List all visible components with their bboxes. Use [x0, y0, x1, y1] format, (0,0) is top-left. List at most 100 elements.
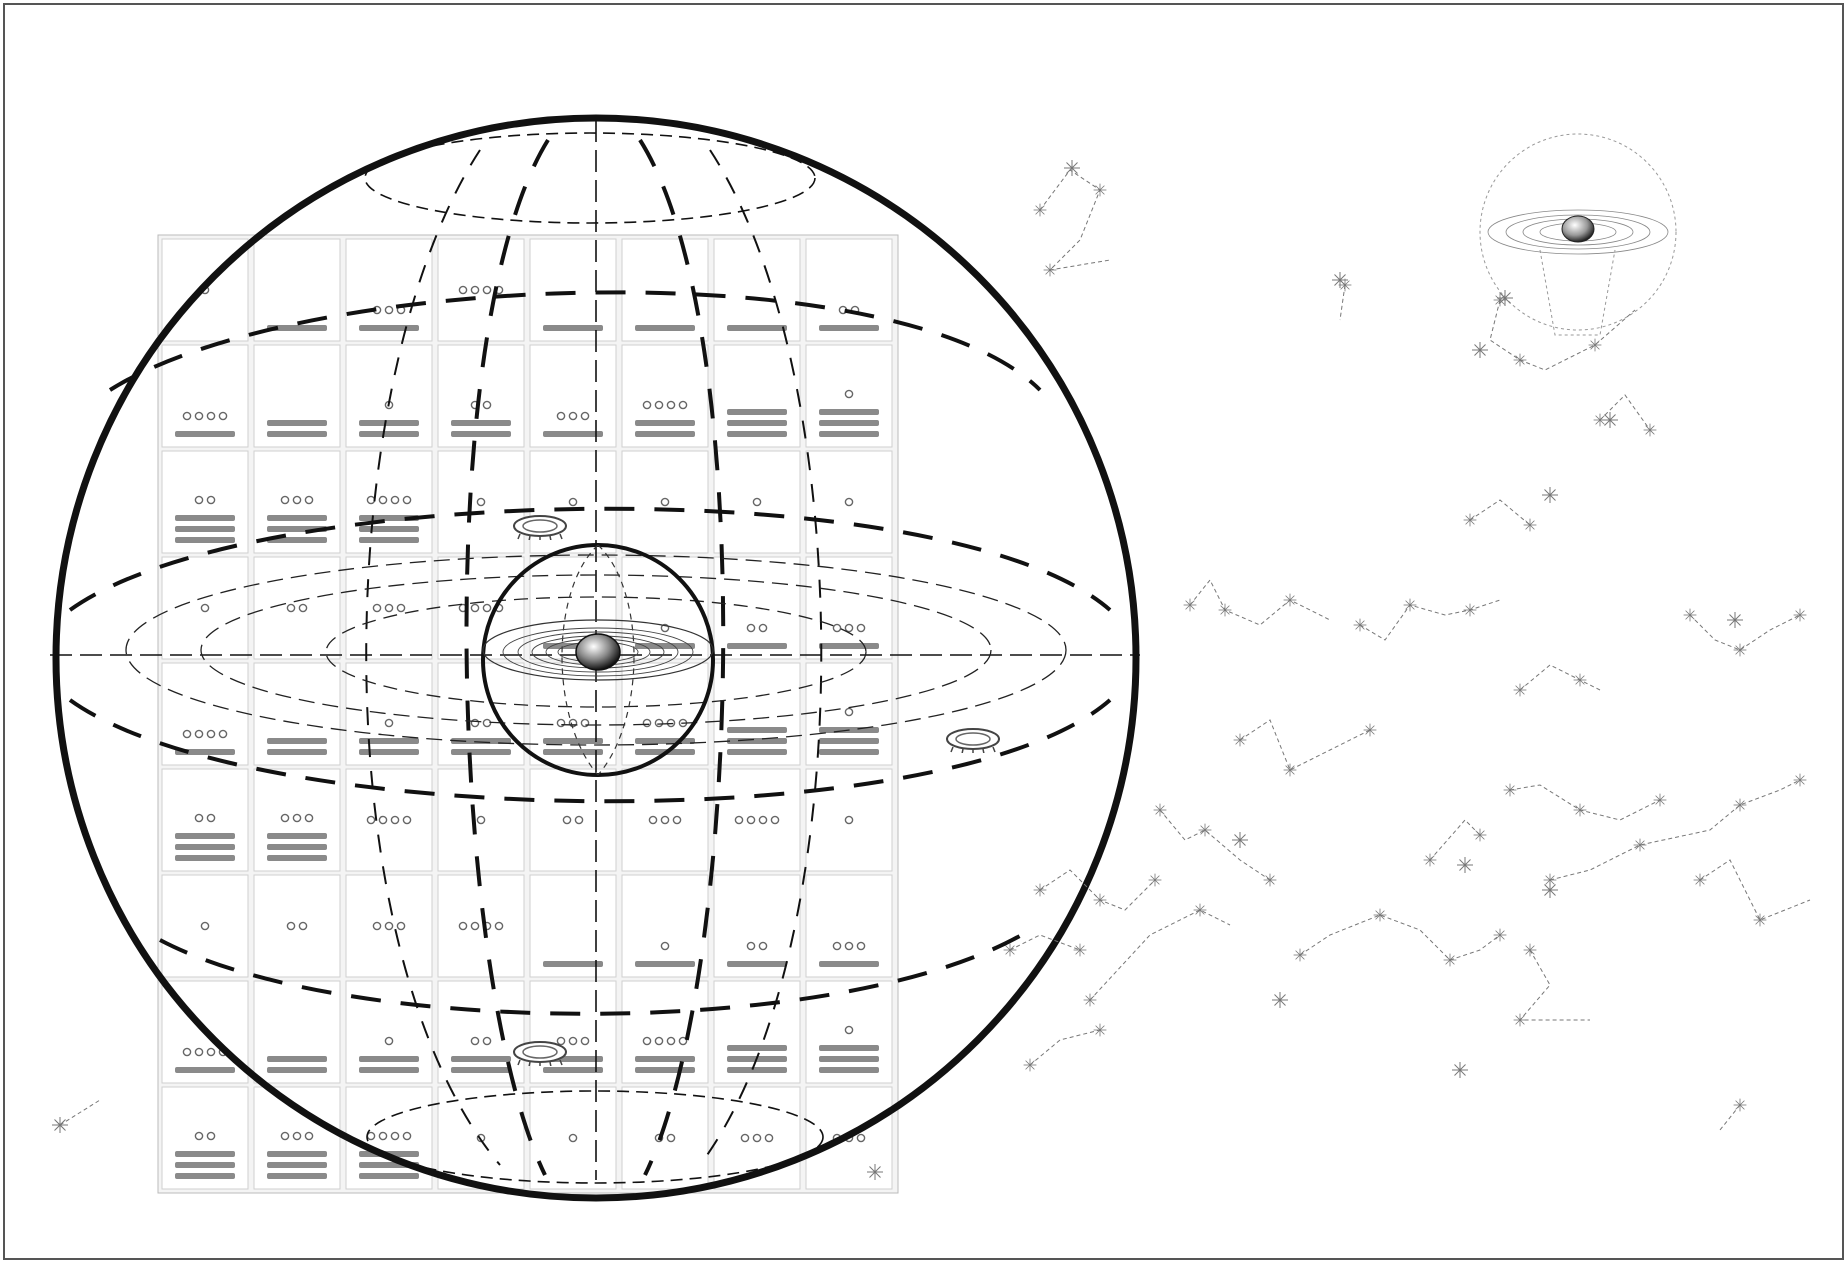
numeral-dot — [557, 412, 564, 419]
numeral-cell — [438, 557, 524, 659]
numeral-cell — [346, 239, 432, 341]
numeral-bar — [543, 961, 603, 967]
numeral-cell — [162, 1087, 248, 1189]
numeral-dot — [195, 1048, 202, 1055]
numeral-bar — [635, 1067, 695, 1073]
numeral-bar — [543, 749, 603, 755]
numeral-bar — [819, 1067, 879, 1073]
numeral-cell — [530, 239, 616, 341]
numeral-dot — [845, 390, 852, 397]
numeral-dot — [569, 412, 576, 419]
numeral-bar — [175, 1162, 235, 1168]
numeral-bar — [267, 1151, 327, 1157]
numeral-bar — [267, 855, 327, 861]
numeral-cell — [254, 663, 340, 765]
numeral-cell — [806, 239, 892, 341]
numeral-dot — [201, 604, 208, 611]
numeral-cell — [438, 663, 524, 765]
numeral-dot — [379, 1132, 386, 1139]
numeral-cell — [162, 557, 248, 659]
numeral-dot — [765, 1134, 772, 1141]
numeral-dot — [379, 816, 386, 823]
numeral-bar — [543, 325, 603, 331]
numeral-dot — [471, 604, 478, 611]
numeral-bar — [819, 409, 879, 415]
numeral-cell — [530, 875, 616, 977]
numeral-bar — [267, 1067, 327, 1073]
numeral-cell — [530, 981, 616, 1083]
numeral-dot — [667, 401, 674, 408]
numeral-dot — [385, 719, 392, 726]
numeral-dot — [483, 1037, 490, 1044]
numeral-cell — [254, 239, 340, 341]
numeral-cell — [714, 663, 800, 765]
numeral-bar — [451, 431, 511, 437]
numeral-dot — [557, 1037, 564, 1044]
numeral-dot — [391, 496, 398, 503]
numeral-bar — [267, 749, 327, 755]
numeral-cell — [254, 875, 340, 977]
numeral-cell — [806, 451, 892, 553]
numeral-bar — [543, 738, 603, 744]
numeral-dot — [305, 496, 312, 503]
numeral-bar — [635, 738, 695, 744]
numeral-bar — [819, 961, 879, 967]
numeral-bar — [267, 1162, 327, 1168]
numeral-dot — [403, 496, 410, 503]
numeral-dot — [367, 496, 374, 503]
numeral-bar — [727, 409, 787, 415]
numeral-cell — [162, 769, 248, 871]
numeral-cell — [714, 981, 800, 1083]
numeral-dot — [391, 816, 398, 823]
numeral-dot — [661, 816, 668, 823]
numeral-dot — [373, 604, 380, 611]
numeral-dot — [385, 922, 392, 929]
numeral-dot — [845, 624, 852, 631]
numeral-dot — [281, 1132, 288, 1139]
numeral-dot — [581, 412, 588, 419]
numeral-bar — [635, 1056, 695, 1062]
numeral-bar — [727, 961, 787, 967]
numeral-bar — [359, 325, 419, 331]
numeral-dot — [845, 816, 852, 823]
numeral-dot — [219, 730, 226, 737]
numeral-cell — [530, 345, 616, 447]
numeral-dot — [557, 719, 564, 726]
numeral-cell — [438, 239, 524, 341]
numeral-dot — [459, 922, 466, 929]
numeral-dot — [183, 1048, 190, 1055]
numeral-bar — [175, 431, 235, 437]
numeral-dot — [673, 816, 680, 823]
numeral-cell — [622, 875, 708, 977]
numeral-cell — [622, 451, 708, 553]
numeral-dot — [649, 816, 656, 823]
numeral-dot — [483, 401, 490, 408]
numeral-dot — [753, 1134, 760, 1141]
numeral-dot — [183, 412, 190, 419]
numeral-bar — [819, 1056, 879, 1062]
numeral-dot — [281, 496, 288, 503]
numeral-dot — [753, 498, 760, 505]
numeral-dot — [581, 1037, 588, 1044]
numeral-cell — [438, 345, 524, 447]
numeral-dot — [661, 498, 668, 505]
numeral-dot — [397, 922, 404, 929]
numeral-dot — [385, 604, 392, 611]
numeral-dot — [655, 401, 662, 408]
numeral-bar — [543, 431, 603, 437]
numeral-dot — [367, 816, 374, 823]
numeral-dot — [195, 814, 202, 821]
numeral-bar — [451, 420, 511, 426]
numeral-dot — [471, 719, 478, 726]
numeral-dot — [471, 1037, 478, 1044]
numeral-dot — [667, 1037, 674, 1044]
numeral-dot — [207, 1048, 214, 1055]
numeral-dot — [471, 286, 478, 293]
numeral-dot — [379, 496, 386, 503]
numeral-bar — [175, 1067, 235, 1073]
numeral-cell — [254, 1087, 340, 1189]
numeral-dot — [207, 412, 214, 419]
numeral-dot — [397, 604, 404, 611]
numeral-bar — [359, 526, 419, 532]
earth-globe-icon — [576, 634, 620, 670]
